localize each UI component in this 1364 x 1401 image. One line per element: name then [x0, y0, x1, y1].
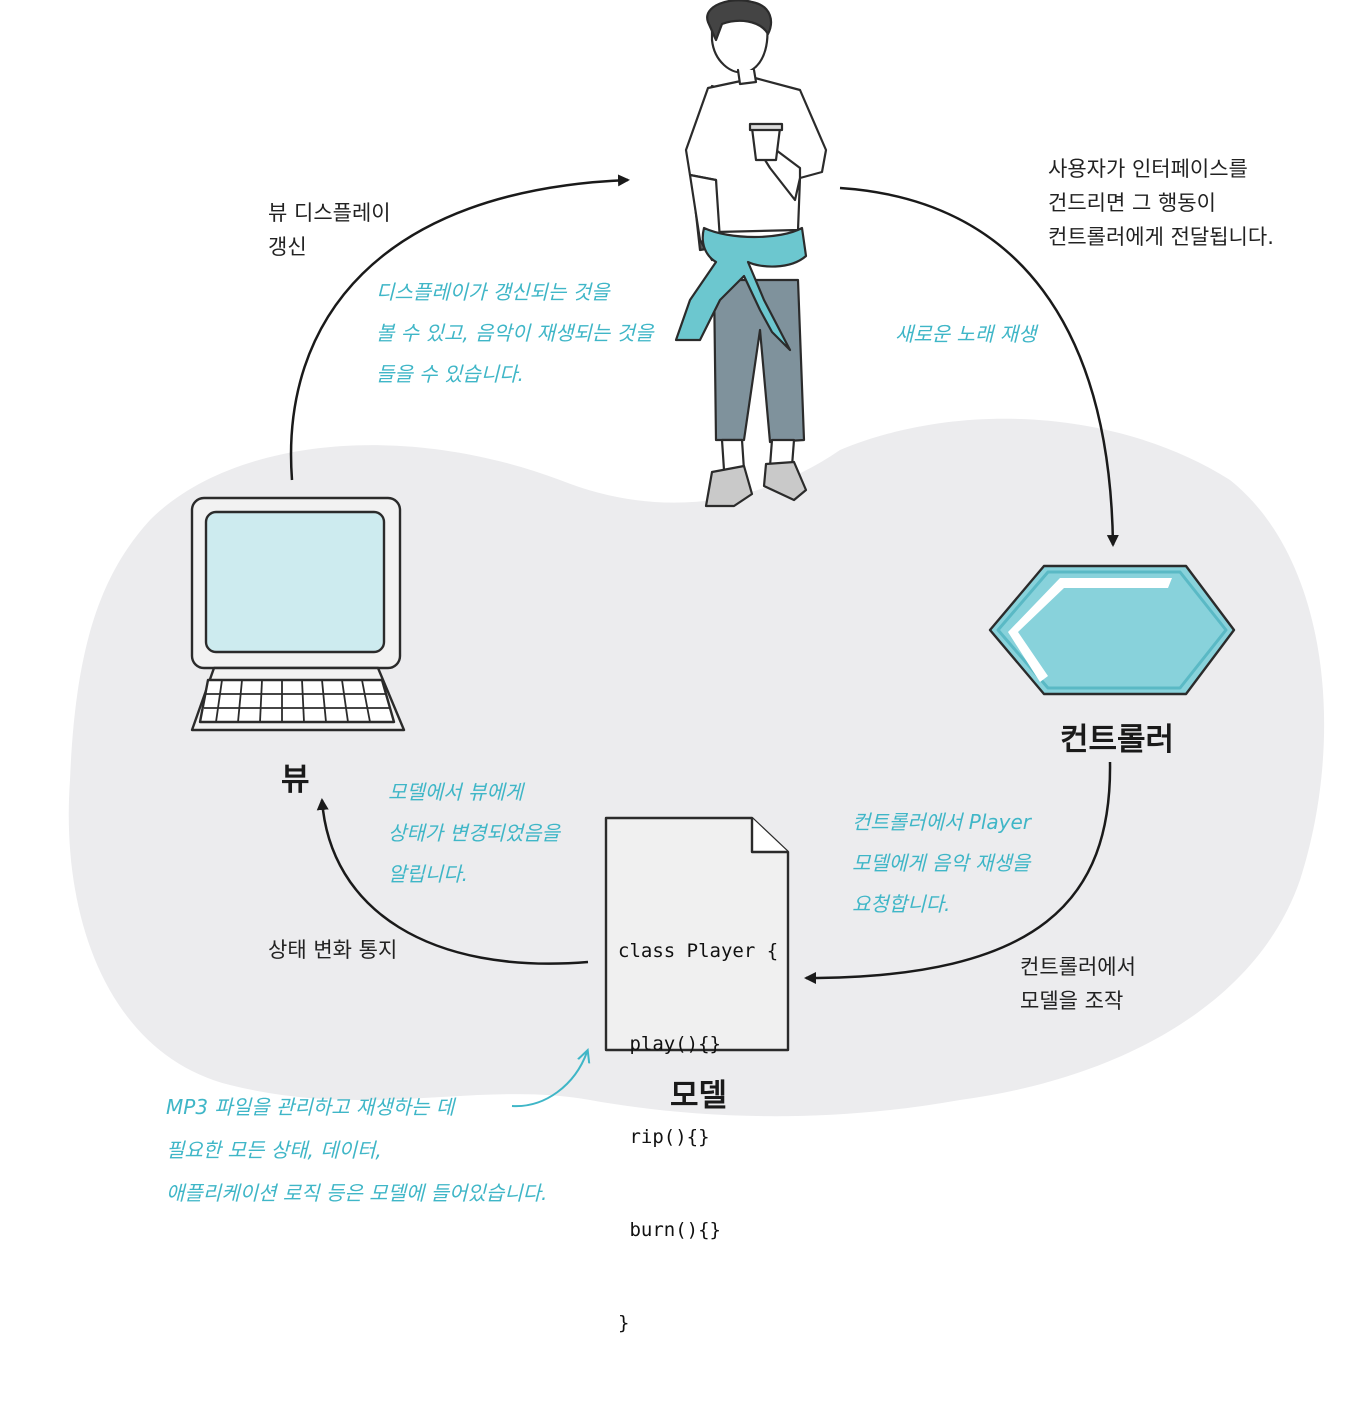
- controller-to-model-note: 컨트롤러에서 Player 모델에게 음악 재생을 요청합니다.: [852, 810, 1031, 916]
- arrow-model-note: [511, 1052, 587, 1108]
- code-line: burn(){}: [618, 1219, 721, 1241]
- mvc-diagram: 뷰 컨트롤러 모델 class Player { play(){} rip(){…: [68, 0, 1325, 1334]
- user-to-controller-note: 새로운 노래 재생: [895, 322, 1037, 346]
- model-to-view-note: 모델에서 뷰에게 상태가 변경되었음을 알립니다.: [388, 780, 560, 886]
- code-line: rip(){}: [618, 1126, 710, 1148]
- view-to-user-note: 디스플레이가 갱신되는 것을 볼 수 있고, 음악이 재생되는 것을 들을 수 …: [376, 280, 654, 386]
- user-figure: [674, 0, 828, 508]
- arrow-controller-to-model: [804, 761, 1112, 984]
- view-to-user-label: 뷰 디스플레이 갱신: [268, 201, 391, 259]
- arrow-view-to-user: [289, 174, 630, 481]
- controller-title: 컨트롤러: [1060, 722, 1175, 758]
- diagram-graphics: [68, 0, 1325, 1117]
- arrow-model-to-view: [316, 798, 589, 965]
- controller-to-model-label: 컨트롤러에서 모델을 조작: [1020, 955, 1136, 1013]
- model-description-note: MP3 파일을 관리하고 재생하는 데 필요한 모든 상태, 데이터, 애플리케…: [166, 1095, 548, 1205]
- model-document-icon: [604, 816, 790, 1052]
- controller-hexagon-icon: [988, 564, 1236, 696]
- code-line: class Player {: [618, 940, 779, 962]
- user-to-controller-label: 사용자가 인터페이스를 건드리면 그 행동이 컨트롤러에게 전달됩니다.: [1048, 157, 1274, 249]
- code-line: play(){}: [618, 1033, 721, 1055]
- view-title: 뷰: [281, 762, 310, 798]
- arrow-user-to-controller: [839, 186, 1119, 547]
- model-title: 모델: [670, 1078, 728, 1114]
- model-to-view-label: 상태 변화 통지: [268, 938, 398, 962]
- model-code: class Player { play(){} rip(){} burn(){}…: [618, 874, 778, 1401]
- code-line: }: [618, 1312, 630, 1334]
- computer-view-icon: [190, 496, 406, 732]
